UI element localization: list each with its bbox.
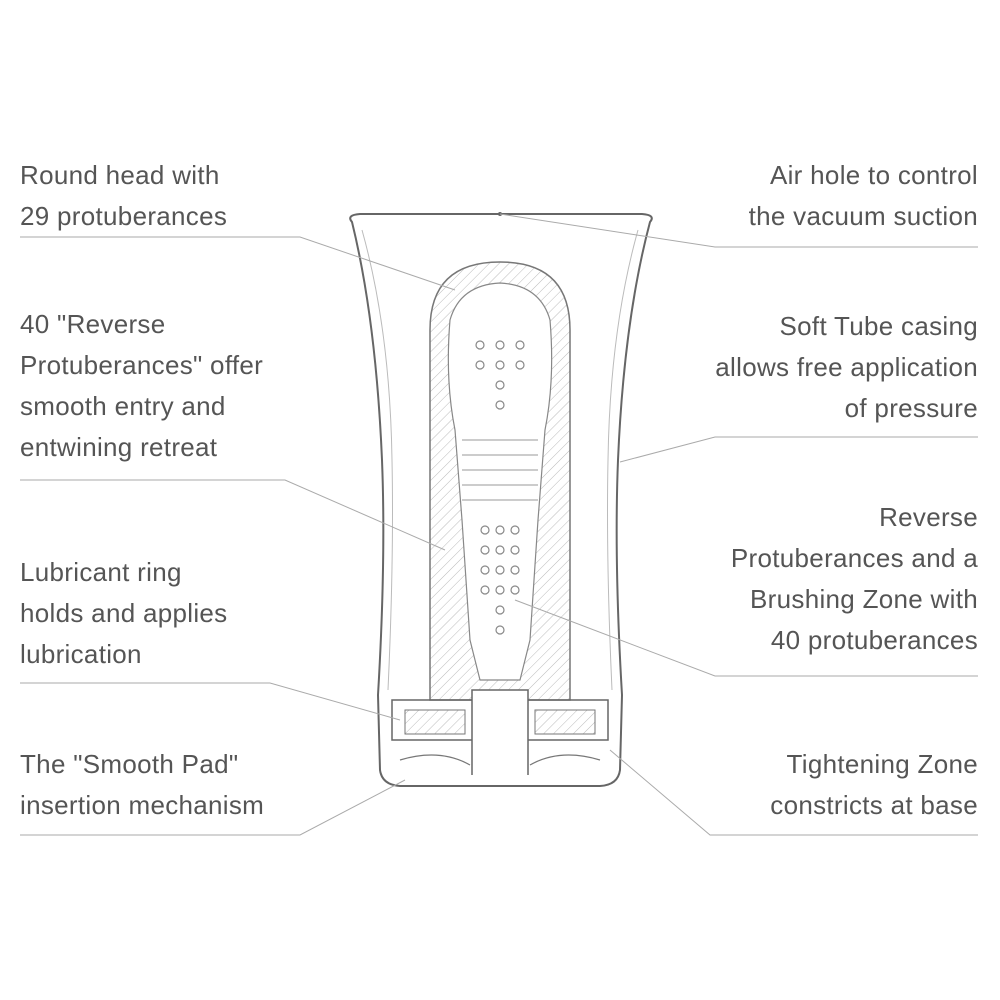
label-line: Reverse — [879, 502, 978, 532]
inner-channel — [447, 282, 553, 681]
ribs — [462, 439, 538, 501]
label-line: holds and applies — [20, 598, 228, 628]
outer-casing — [349, 213, 653, 787]
label-line: Protuberances and a — [730, 543, 978, 573]
label-line: of pressure — [844, 393, 978, 423]
label-line: Round head with — [20, 160, 220, 190]
label-line: smooth entry and — [20, 391, 226, 421]
label-line: Protuberances" offer — [20, 350, 264, 380]
label-line: Lubricant ring — [20, 557, 182, 587]
label-line: Brushing Zone with — [750, 584, 978, 614]
label-line: Tightening Zone — [786, 749, 978, 779]
label-line: constricts at base — [770, 790, 978, 820]
label-line: lubrication — [20, 639, 142, 669]
label-line: 40 protuberances — [770, 625, 978, 655]
label-smooth-pad: The "Smooth Pad" insertion mechanism — [20, 744, 264, 826]
label-round-head: Round head with 29 protuberances — [20, 155, 227, 237]
label-tightening-zone: Tightening Zone constricts at base — [770, 744, 978, 826]
label-line: entwining retreat — [20, 432, 218, 462]
label-reverse-protuberances: 40 "Reverse Protuberances" offer smooth … — [20, 304, 263, 468]
label-brushing-zone: Reverse Protuberances and a Brushing Zon… — [731, 497, 978, 661]
label-line: The "Smooth Pad" — [20, 749, 239, 779]
label-line: the vacuum suction — [748, 201, 978, 231]
label-line: allows free application — [715, 352, 978, 382]
label-lubricant-ring: Lubricant ring holds and applies lubrica… — [20, 552, 227, 675]
protuberance-dots — [475, 340, 525, 635]
label-line: 40 "Reverse — [20, 309, 166, 339]
leader-lines — [20, 213, 978, 836]
label-line: insertion mechanism — [20, 790, 265, 820]
label-line: Soft Tube casing — [779, 311, 978, 341]
label-line: 29 protuberances — [20, 201, 228, 231]
label-line: Air hole to control — [769, 160, 978, 190]
label-air-hole: Air hole to control the vacuum suction — [749, 155, 978, 237]
label-soft-tube: Soft Tube casing allows free application… — [715, 306, 978, 429]
